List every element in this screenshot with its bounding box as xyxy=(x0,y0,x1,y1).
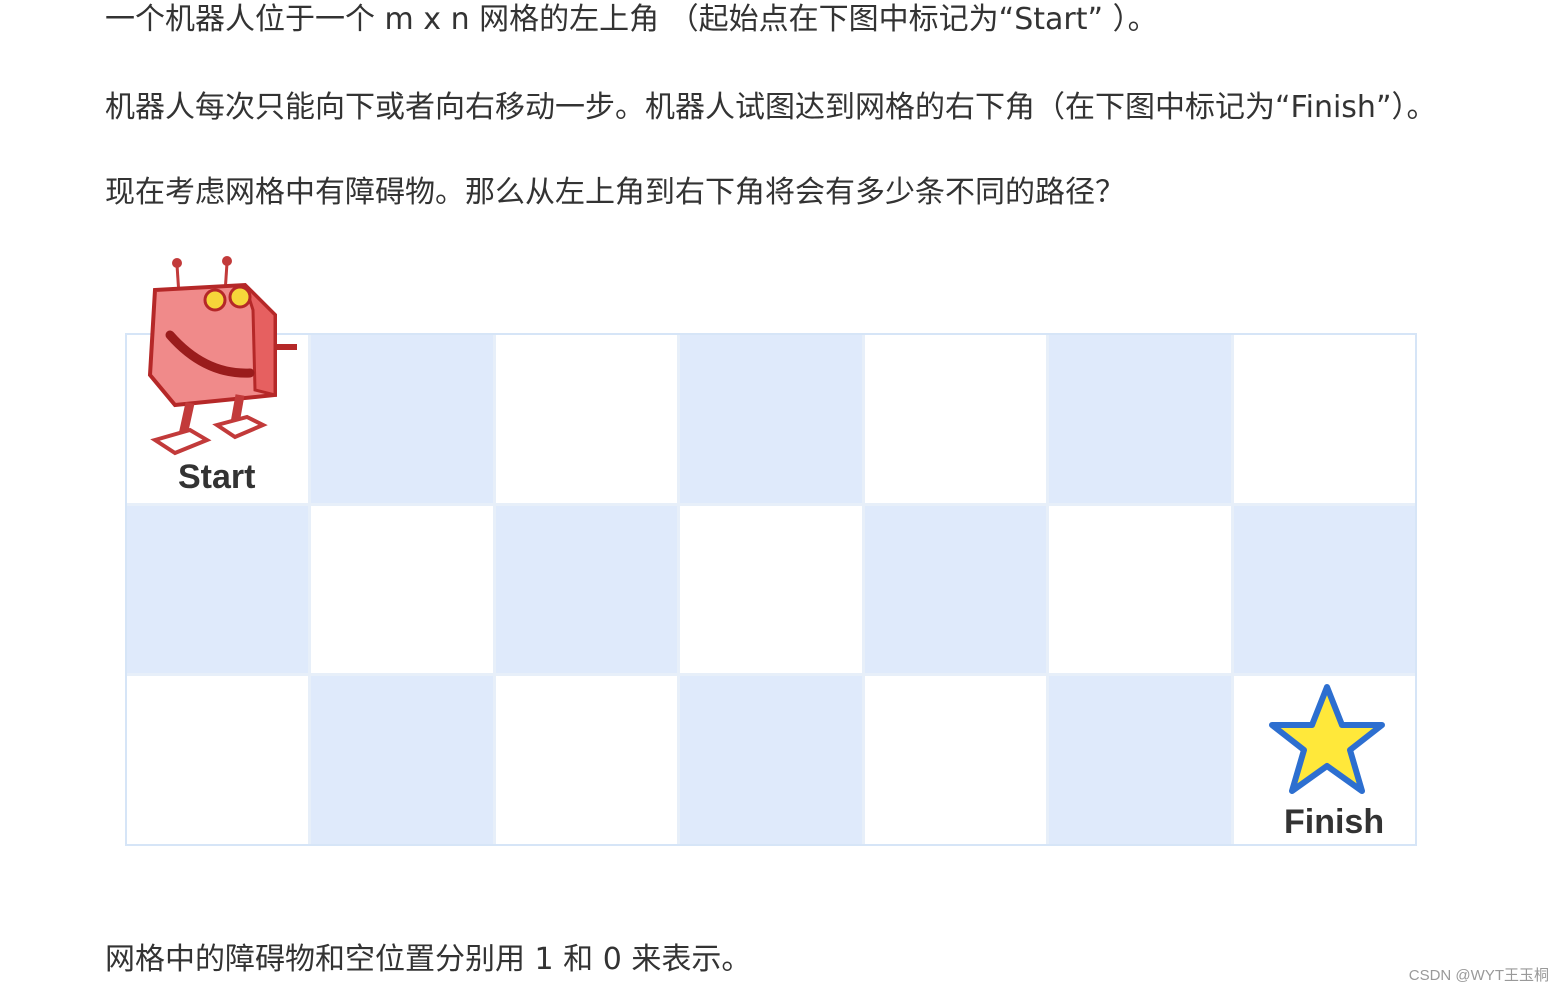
grid-cell xyxy=(864,505,1047,674)
grid-cell xyxy=(680,505,862,674)
grid-cell xyxy=(495,505,678,674)
grid-cell xyxy=(864,676,1047,844)
robot-icon xyxy=(147,256,297,456)
grid-cell xyxy=(680,676,862,844)
question-paragraph: 现在考虑网格中有障碍物。那么从左上角到右下角将会有多少条不同的路径？ xyxy=(105,175,1125,210)
star-icon xyxy=(1269,684,1385,794)
grid-cell xyxy=(311,505,493,674)
grid-cell xyxy=(311,335,493,503)
intro-paragraph: 一个机器人位于一个 m x n 网格的左上角 （起始点在下图中标记为“Start… xyxy=(105,2,1158,37)
grid-cell xyxy=(495,335,678,503)
grid-cell xyxy=(311,676,493,844)
grid-figure xyxy=(125,333,1417,846)
grid-cell xyxy=(127,505,309,674)
watermark: CSDN @WYT王玉桐 xyxy=(1408,967,1549,984)
grid-cell xyxy=(495,676,678,844)
start-label: Start xyxy=(178,458,256,496)
grid-cell xyxy=(1233,335,1415,503)
grid-cell xyxy=(1049,676,1231,844)
grid-cell xyxy=(127,676,309,844)
grid-cell xyxy=(864,335,1047,503)
movement-paragraph: 机器人每次只能向下或者向右移动一步。机器人试图达到网格的右下角（在下图中标记为“… xyxy=(105,90,1437,125)
grid-cell xyxy=(1049,505,1231,674)
grid-cell xyxy=(1049,335,1231,503)
finish-label: Finish xyxy=(1284,803,1385,841)
grid-cell xyxy=(1233,505,1415,674)
encoding-paragraph: 网格中的障碍物和空位置分别用 1 和 0 来表示。 xyxy=(105,942,752,977)
grid-cell xyxy=(680,335,862,503)
